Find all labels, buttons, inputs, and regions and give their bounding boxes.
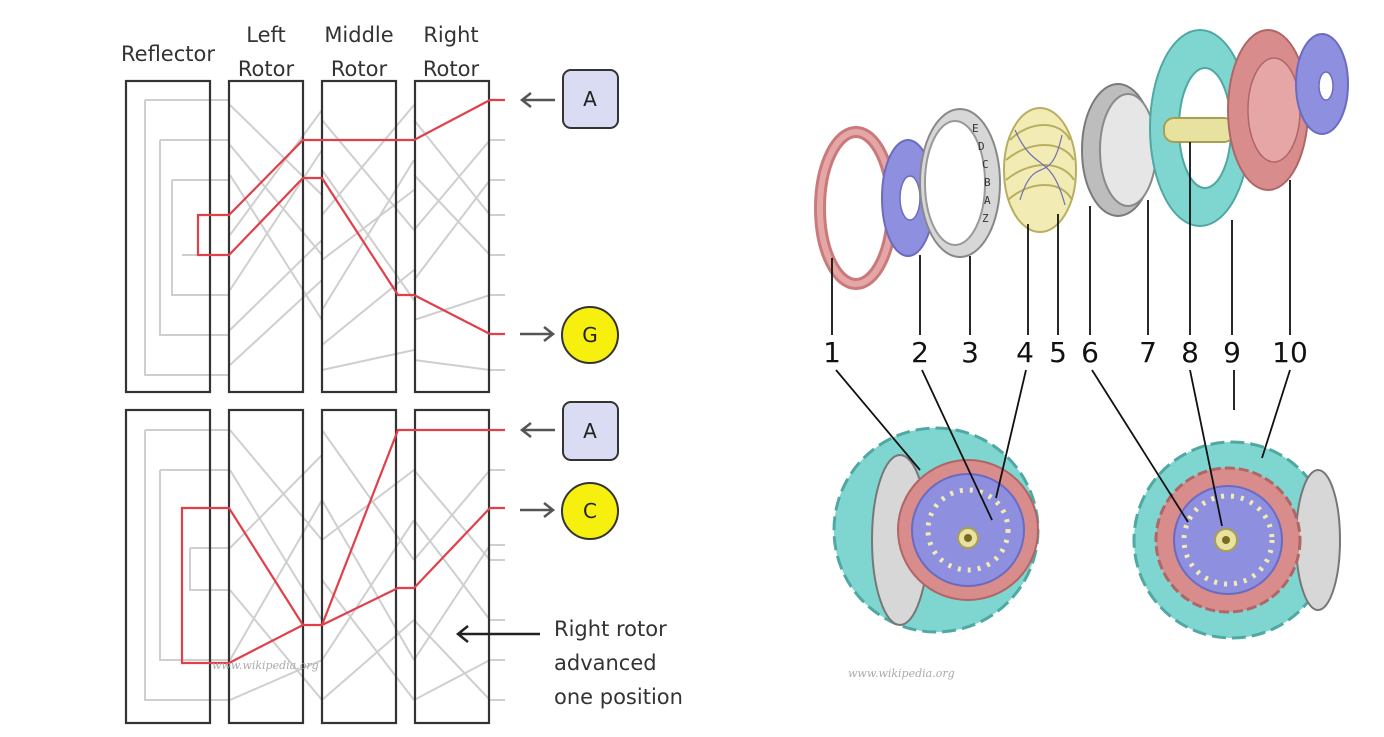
output-lamp-bottom-label: C (583, 499, 597, 523)
annotation-line-1: Right rotor (554, 617, 667, 641)
right-rotor-box-top (413, 79, 491, 394)
output-lamp-top (561, 306, 619, 364)
output-arrow-top (520, 326, 556, 342)
part-4-5-wiring-core (1003, 107, 1077, 233)
input-key-bottom-label: A (583, 419, 597, 443)
part-number-4: 4 (1016, 336, 1034, 369)
background-wiring-top (144, 99, 505, 376)
header-middle-rotor-1: Middle (324, 23, 393, 47)
exploded-rotor-diagram: E D C B A Z (814, 29, 1349, 680)
part-number-10: 10 (1272, 336, 1308, 369)
signal-path-bottom (180, 428, 505, 665)
output-lamp-top-label: G (582, 323, 598, 347)
header-left-rotor-2: Rotor (238, 57, 295, 81)
svg-text:D: D (978, 140, 985, 153)
middle-rotor-box-top (320, 79, 398, 394)
input-key-top (562, 69, 619, 129)
left-rotor-box-bottom (227, 408, 305, 725)
part-1-pink-ring (814, 126, 898, 290)
part-3-alphabet-ring: E D C B A Z (919, 108, 1001, 258)
part-number-3: 3 (961, 336, 979, 369)
input-arrow-bottom (519, 422, 555, 438)
signal-path-top (196, 98, 505, 336)
assembled-rotor-right-view (1132, 440, 1341, 640)
part-8-brass-hub (1163, 117, 1235, 143)
rotor-wiring-diagram: Reflector Left Rotor Middle Rotor Right … (121, 23, 683, 725)
part-number-1: 1 (823, 336, 841, 369)
watermark-right: www.wikipedia.org (848, 667, 955, 680)
part-number-7: 7 (1139, 336, 1157, 369)
part-number-9: 9 (1223, 336, 1241, 369)
part-number-5: 5 (1049, 336, 1067, 369)
part-6-silver-cylinder (1081, 83, 1157, 217)
output-lamp-bottom (561, 482, 619, 540)
annotation-line-3: one position (554, 685, 683, 709)
header-left-rotor-1: Left (246, 23, 286, 47)
reflector-box-bottom (124, 408, 212, 725)
part-number-8: 8 (1181, 336, 1199, 369)
end-lavender-disk (1295, 33, 1349, 135)
svg-text:C: C (982, 158, 989, 171)
input-key-bottom (562, 401, 619, 461)
watermark-left: www.wikipedia.org (212, 659, 319, 672)
header-right-rotor-1: Right (423, 23, 478, 47)
svg-text:Z: Z (982, 212, 989, 225)
assembled-rotor-left-view (832, 426, 1040, 634)
leader-lines-bottom (835, 369, 1291, 527)
header-right-rotor-2: Rotor (423, 57, 480, 81)
annotation-arrow (455, 625, 540, 643)
part-10-pink-wheel (1227, 29, 1309, 191)
header-middle-rotor-2: Rotor (331, 57, 388, 81)
left-rotor-box-top (227, 79, 305, 394)
bottom-panel: A C Right rotor advanced one position ww… (124, 401, 683, 725)
input-arrow-top (519, 92, 555, 108)
part-number-labels: 1 2 3 4 5 6 7 8 9 10 (823, 336, 1308, 369)
right-rotor-box-bottom (413, 408, 491, 725)
background-wiring-bottom (144, 429, 505, 701)
svg-text:A: A (984, 194, 991, 207)
svg-text:B: B (984, 176, 991, 189)
input-key-top-label: A (583, 87, 597, 111)
reflector-box-top (124, 79, 212, 394)
middle-rotor-box-bottom (320, 408, 398, 725)
svg-text:E: E (972, 122, 979, 135)
leader-lines-top (831, 142, 1291, 335)
part-number-2: 2 (911, 336, 929, 369)
header-reflector: Reflector (121, 42, 215, 66)
ring-letters: E D C B A Z (972, 122, 991, 225)
annotation-line-2: advanced (554, 651, 657, 675)
output-arrow-bottom (520, 502, 556, 518)
top-panel: A G (124, 69, 619, 394)
part-number-6: 6 (1081, 336, 1099, 369)
